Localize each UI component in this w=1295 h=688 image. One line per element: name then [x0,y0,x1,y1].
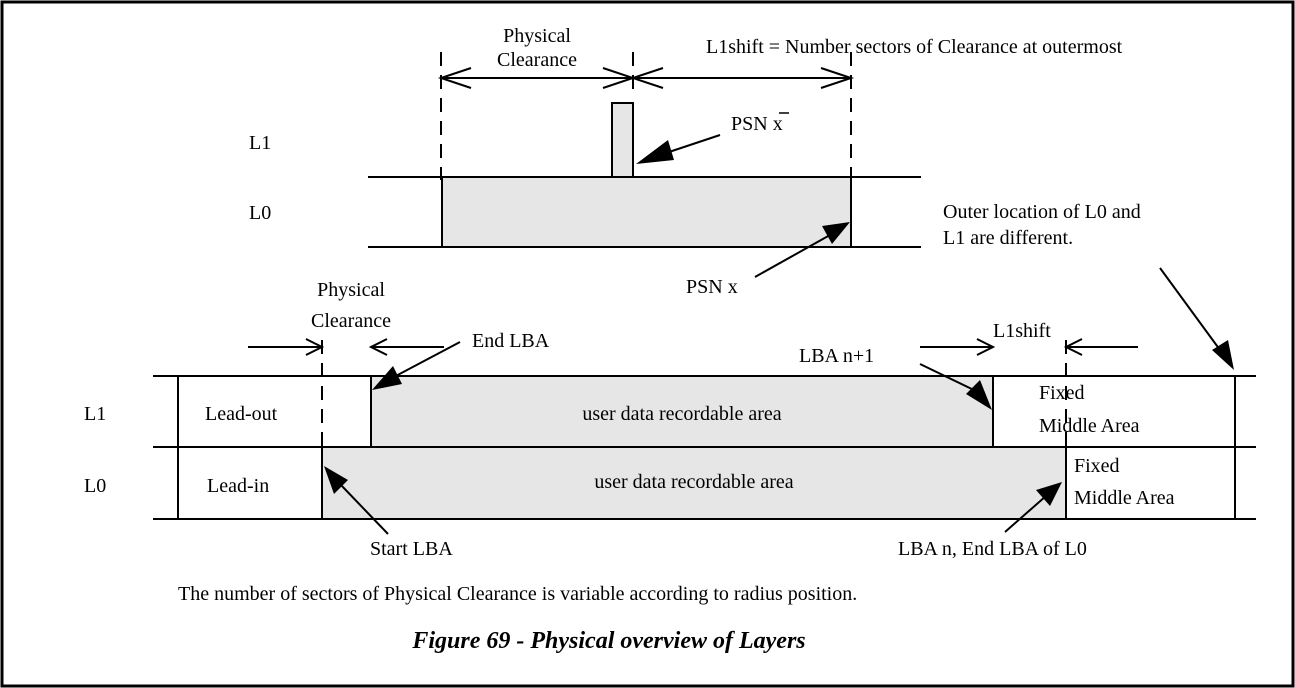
lower-layer-l0-label: L0 [84,475,106,497]
l0-user-data-area [321,446,1067,520]
psn-x-label: PSN x [686,276,738,298]
lead-in-label: Lead-in [207,475,269,497]
lba-n-end-label: LBA n, End LBA of L0 [898,538,1087,560]
upper-l0-recorded-block [441,176,852,248]
upper-physical-clearance-label-1: Physical [503,25,571,47]
l1shift-definition-label: L1shift = Number sectors of Clearance at… [706,36,1123,58]
lba-n-plus-1-arrowhead [966,380,992,410]
lba-n-plus-1-label: LBA n+1 [799,345,874,367]
end-lba-label: End LBA [472,330,550,352]
l0-fixed-middle-label-1: Fixed [1074,455,1120,477]
psn-x-bar-block [611,102,634,178]
lba-n-arrowhead [1036,482,1062,506]
psn-x-arrowhead [822,222,850,244]
l1-user-data-area [370,375,994,448]
figure-caption: Figure 69 - Physical overview of Layers [411,628,805,654]
end-lba-arrowhead [372,366,402,390]
outer-location-note-1: Outer location of L0 and [943,201,1141,223]
lead-out-label: Lead-out [205,403,278,425]
psn-x-bar-label: PSN x [731,113,783,135]
outer-location-arrowhead [1212,340,1234,370]
upper-layer-l0-label: L0 [249,202,271,224]
start-lba-label: Start LBA [370,538,453,560]
start-lba-arrowhead [324,466,348,494]
psn-x-bar-arrowhead [636,140,674,164]
lower-diagram: Physical Clearance End LBA LBA n+1 L1shi… [84,279,1256,560]
outer-location-note-2: L1 are different. [943,227,1073,249]
l0-fixed-middle-label-2: Middle Area [1074,487,1175,509]
lower-l1shift-label: L1shift [993,320,1051,342]
l1-user-data-label: user data recordable area [582,403,781,425]
l0-user-data-label: user data recordable area [594,471,793,493]
upper-physical-clearance-label-2: Clearance [497,49,577,71]
lower-layer-l1-label: L1 [84,403,106,425]
lower-physical-clearance-label-2: Clearance [311,310,391,332]
upper-diagram: Physical Clearance L1shift = Number sect… [249,25,1234,370]
upper-layer-l1-label: L1 [249,132,271,154]
footnote-text: The number of sectors of Physical Cleara… [178,583,857,605]
l1-fixed-middle-label-1: Fixed [1039,382,1085,404]
l1-fixed-middle-label-2: Middle Area [1039,415,1140,437]
lower-physical-clearance-label-1: Physical [317,279,385,301]
